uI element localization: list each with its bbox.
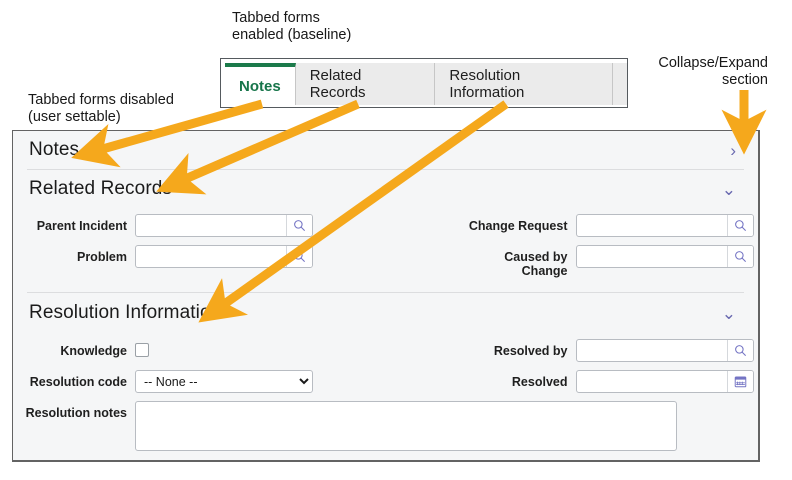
checkbox-knowledge[interactable]: [135, 343, 149, 357]
label-caused-by-change: Caused by Change: [504, 250, 568, 278]
tab-resolution-information-label: Resolution Information: [449, 67, 525, 101]
form-row-problem-caused-by-change: Problem Caused by Change: [13, 245, 758, 278]
input-resolved[interactable]: [576, 371, 727, 392]
section-title-related-records: Related Records: [29, 178, 173, 199]
select-resolution-code[interactable]: -- None --: [135, 370, 313, 393]
label-problem: Problem: [76, 250, 127, 264]
calendar-icon[interactable]: [726, 371, 753, 392]
section-title-notes: Notes: [29, 139, 80, 160]
section-header-related-records[interactable]: Related Records ⌄: [13, 170, 758, 208]
tab-related-records-label: Related Records: [309, 67, 366, 101]
input-wrap-parent-incident[interactable]: [135, 214, 313, 237]
search-icon[interactable]: [286, 246, 312, 267]
tab-strip: Notes Related Records Resolution Informa…: [225, 63, 627, 105]
input-wrap-problem[interactable]: [135, 245, 313, 268]
label-change-request: Change Request: [468, 219, 568, 233]
label-resolved: Resolved: [511, 375, 568, 389]
section-header-resolution-information[interactable]: Resolution Information ⌄: [13, 293, 758, 333]
field-resolved: Resolved: [386, 370, 759, 393]
chevron-down-icon[interactable]: ⌄: [721, 303, 736, 323]
search-icon[interactable]: [726, 340, 753, 361]
field-resolution-notes: Resolution notes: [13, 401, 677, 451]
chevron-right-icon[interactable]: ›: [730, 140, 736, 160]
label-resolved-by: Resolved by: [493, 344, 568, 358]
search-icon[interactable]: [286, 215, 312, 236]
field-resolved-by: Resolved by: [386, 339, 759, 362]
annotation-tabbed-forms-disabled: Tabbed forms disabled (user settable): [28, 92, 174, 125]
input-wrap-caused-by-change[interactable]: [575, 245, 754, 268]
label-resolution-code: Resolution code: [29, 375, 127, 389]
annotation-collapse-expand: Collapse/Expand section: [658, 55, 768, 88]
section-header-notes[interactable]: Notes ›: [13, 131, 758, 169]
search-icon[interactable]: [726, 215, 753, 236]
input-caused-by-change[interactable]: [576, 246, 727, 267]
input-resolved-by[interactable]: [576, 340, 727, 361]
form-panel: Notes › Related Records ⌄ Parent Inciden…: [12, 130, 760, 462]
label-resolution-notes: Resolution notes: [25, 406, 127, 420]
input-wrap-change-request[interactable]: [575, 214, 754, 237]
tab-strip-panel: Notes Related Records Resolution Informa…: [220, 58, 628, 108]
field-change-request: Change Request: [386, 214, 759, 237]
field-resolution-code: Resolution code -- None --: [13, 370, 386, 393]
tab-resolution-information[interactable]: Resolution Information: [435, 63, 613, 105]
tab-notes-label: Notes: [239, 77, 281, 95]
related-records-fields: Parent Incident Change Request: [13, 208, 758, 278]
section-title-resolution-information: Resolution Information: [29, 302, 222, 323]
field-parent-incident: Parent Incident: [13, 214, 386, 237]
textarea-resolution-notes[interactable]: [135, 401, 677, 451]
chevron-down-icon[interactable]: ⌄: [721, 179, 736, 199]
input-problem[interactable]: [136, 246, 286, 267]
field-knowledge: Knowledge: [13, 339, 386, 358]
input-parent-incident[interactable]: [136, 215, 286, 236]
form-row-knowledge-resolved-by: Knowledge Resolved by: [13, 339, 758, 362]
resolution-information-fields: Knowledge Resolved by Resolution code --…: [13, 333, 758, 451]
label-knowledge: Knowledge: [60, 344, 127, 358]
field-problem: Problem: [13, 245, 386, 268]
form-row-parent-incident-change-request: Parent Incident Change Request: [13, 214, 758, 237]
form-row-resolution-code-resolved: Resolution code -- None -- Resolved: [13, 370, 758, 393]
input-change-request[interactable]: [576, 215, 727, 236]
tab-strip-filler: [613, 63, 627, 105]
form-row-resolution-notes: Resolution notes: [13, 401, 758, 451]
search-icon[interactable]: [726, 246, 753, 267]
annotation-tabbed-forms-enabled: Tabbed forms enabled (baseline): [232, 10, 352, 43]
field-caused-by-change: Caused by Change: [386, 245, 759, 278]
input-wrap-resolved[interactable]: [575, 370, 754, 393]
input-wrap-resolved-by[interactable]: [575, 339, 754, 362]
label-parent-incident: Parent Incident: [36, 219, 127, 233]
tab-notes[interactable]: Notes: [225, 63, 296, 105]
tab-related-records[interactable]: Related Records: [295, 63, 436, 105]
